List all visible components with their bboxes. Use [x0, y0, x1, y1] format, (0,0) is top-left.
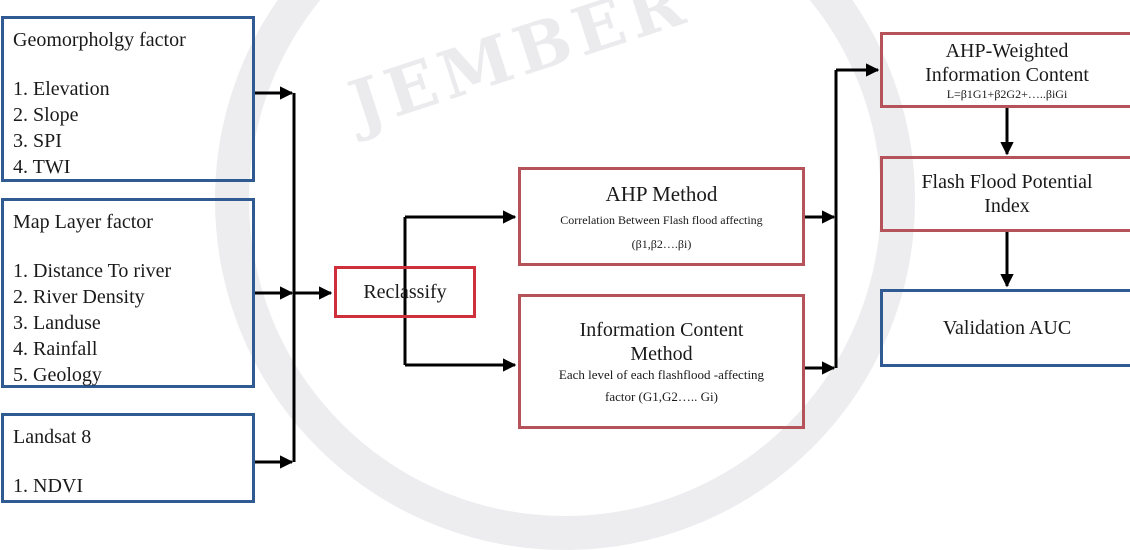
ahp-weighted-title-line2: Information Content	[925, 63, 1089, 86]
factor-item-ndvi: 1. NDVI	[13, 475, 83, 497]
information-content-title-line1: Information Content	[579, 318, 744, 341]
map-layer-factor-title: Map Layer factor	[13, 211, 153, 233]
factor-item-landuse: 3. Landuse	[13, 312, 101, 334]
ffpi-label-line1: Flash Flood Potential	[921, 171, 1093, 193]
ahp-method-description: Correlation Between Flash flood affectin…	[560, 212, 763, 227]
information-content-values: factor (G1,G2….. Gi)	[605, 388, 718, 404]
map-layer-factor-box: Map Layer factor 1. Distance To river 2.…	[1, 198, 255, 388]
landsat-factor-title: Landsat 8	[13, 426, 92, 448]
ahp-weighted-information-box: AHP-Weighted Information Content L=β1G1+…	[880, 32, 1130, 108]
geomorphology-factor-box: Geomorpholgy factor 1. Elevation 2. Slop…	[1, 16, 255, 182]
ahp-weighted-formula: L=β1G1+β2G2+…..βiGi	[946, 86, 1068, 101]
information-content-title-line2: Method	[630, 342, 693, 365]
ahp-method-title: AHP Method	[605, 181, 718, 206]
factor-item-rainfall: 4. Rainfall	[13, 338, 98, 360]
information-content-method-box: Information Content Method Each level of…	[518, 294, 805, 429]
factor-item-spi: 3. SPI	[13, 130, 62, 152]
validation-auc-label: Validation AUC	[942, 317, 1072, 339]
factor-item-distance-to-river: 1. Distance To river	[13, 260, 172, 282]
ffpi-label-line2: Index	[984, 195, 1030, 217]
factor-item-slope: 2. Slope	[13, 104, 79, 126]
ahp-method-box: AHP Method Correlation Between Flash flo…	[518, 167, 805, 266]
flash-flood-potential-index-box: Flash Flood Potential Index	[880, 156, 1130, 232]
ahp-method-weights: (β1,β2….βi)	[631, 236, 692, 251]
geomorphology-factor-title: Geomorpholgy factor	[13, 29, 186, 51]
landsat-factor-box: Landsat 8 1. NDVI	[1, 413, 255, 503]
ahp-weighted-title-line1: AHP-Weighted	[945, 39, 1069, 62]
reclassify-label: Reclassify	[363, 281, 447, 303]
factor-item-river-density: 2. River Density	[13, 286, 145, 308]
reclassify-box: Reclassify	[334, 266, 476, 318]
information-content-description: Each level of each flashflood -affecting	[558, 366, 765, 382]
factor-item-twi: 4. TWI	[13, 156, 71, 178]
factor-item-elevation: 1. Elevation	[13, 78, 110, 100]
flow-connectors	[255, 63, 1014, 469]
validation-auc-box: Validation AUC	[880, 289, 1130, 367]
factor-item-geology: 5. Geology	[13, 364, 102, 386]
